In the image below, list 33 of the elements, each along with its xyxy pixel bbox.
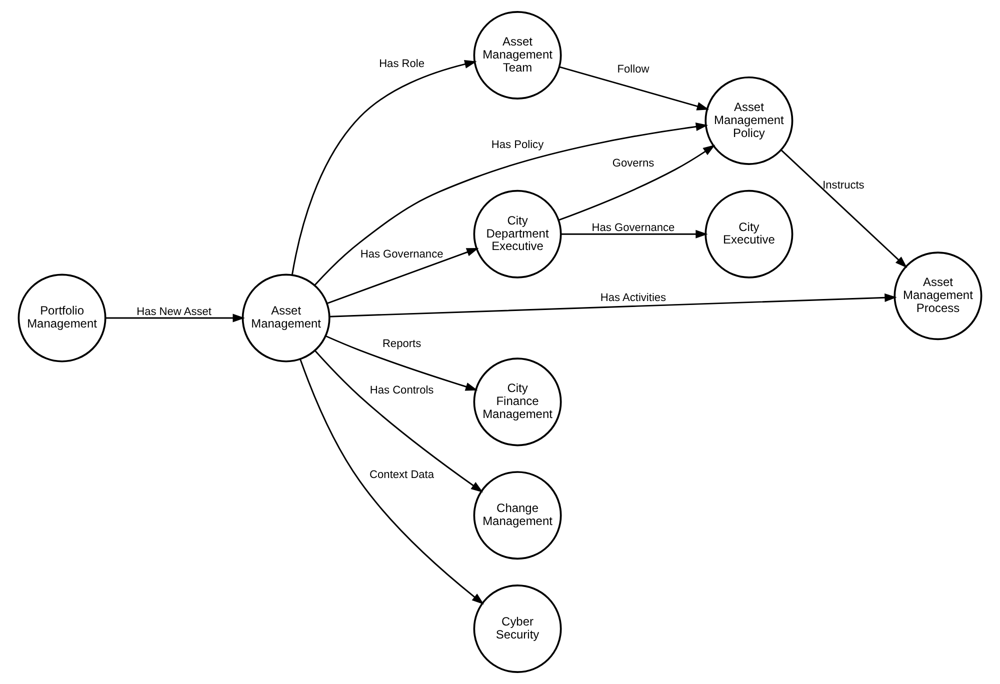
node-circle: Portfolio Management [18, 274, 106, 362]
edge-label: Has Policy [491, 139, 544, 151]
node-circle: Asset Management Team [473, 10, 562, 100]
edge-label: Instructs [822, 180, 864, 192]
edge-label: Has Controls [370, 384, 434, 396]
edge-label: Context Data [370, 469, 434, 482]
edge-label: Has Role [379, 58, 425, 70]
edge-label: Has Governance [360, 248, 444, 261]
arrow [561, 230, 708, 238]
arrow [326, 248, 479, 304]
arrow [780, 150, 908, 268]
arrow [314, 122, 708, 286]
arrow [314, 350, 484, 493]
edge-label: Has New Asset [136, 306, 212, 318]
edge-label: Reports [382, 338, 422, 350]
edge-label: Follow [617, 63, 650, 76]
node-circle: City Executive [704, 190, 794, 278]
node-circle: City Department Executive [473, 190, 562, 278]
edge-label: Has Activities [600, 292, 666, 304]
arrow [558, 144, 716, 221]
node-circle: City Finance Management [473, 358, 562, 446]
node-circle: Asset Management [242, 274, 330, 362]
node-circle: Cyber Security [473, 584, 562, 674]
node-circle: Asset Management Policy [704, 76, 794, 165]
arrow [325, 335, 478, 391]
edge-label: Has Governance [592, 222, 675, 234]
edge-label: Governs [612, 157, 654, 170]
node-circle: Change Management [473, 471, 562, 560]
arrow [300, 359, 484, 605]
arrow [291, 60, 477, 276]
arrow [559, 66, 710, 110]
arrow [329, 293, 897, 318]
arrow [106, 314, 245, 322]
